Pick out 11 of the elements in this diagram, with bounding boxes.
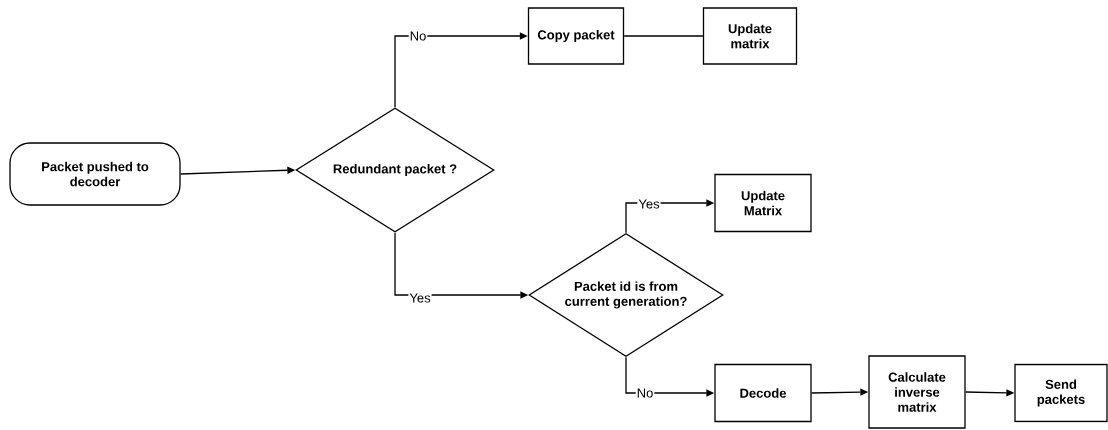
edge-label: No [408, 30, 428, 42]
edge-label: Yes [408, 292, 432, 304]
process-box: Calculate inverse matrix [868, 355, 966, 429]
edge-label: Yes [637, 198, 661, 210]
start-terminal: Packet pushed to decoder [9, 142, 181, 206]
edge-label: No [635, 387, 655, 399]
process-box: Update matrix [702, 7, 798, 65]
process-box: Update Matrix [714, 173, 812, 233]
process-box: Copy packet [527, 7, 625, 65]
process-box: Send packets [1014, 363, 1108, 423]
process-box: Decode [714, 363, 812, 423]
